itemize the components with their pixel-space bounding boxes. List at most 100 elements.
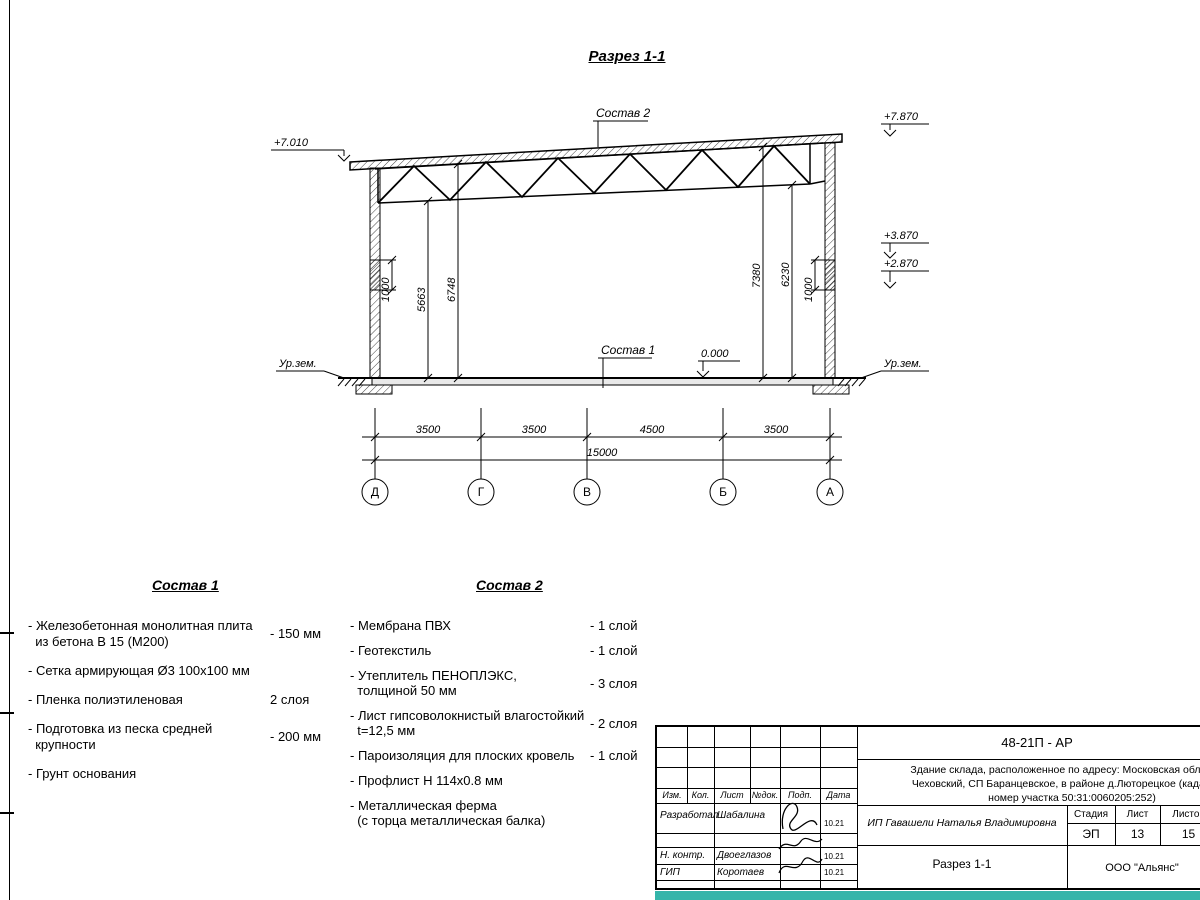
- company-name: ООО "Альянс": [1105, 862, 1179, 874]
- composition2-title: Состав 2: [476, 577, 543, 593]
- signatures: [778, 802, 823, 874]
- signature-gip: [778, 857, 823, 874]
- elevation-marks: +7.010 +7.870 +3.870 +2.870: [271, 111, 929, 379]
- list-item: - Грунт основания: [28, 766, 336, 782]
- dim-value: 6748: [446, 277, 458, 302]
- vertical-dimensions: 1000 5663 6748 7380: [380, 142, 825, 383]
- material-text: - Профлист Н 114х0.8 мм: [350, 773, 503, 788]
- section-drawing: Состав 2 Состав 1 +7.010 +7.870 +3.87: [271, 106, 929, 506]
- elevation-arrow-icon: [337, 154, 351, 162]
- elevation-value: +3.870: [884, 230, 919, 242]
- drawing-name: Разрез 1-1: [932, 857, 992, 871]
- object-description-line: Здание склада, расположенное по адресу: …: [910, 764, 1200, 776]
- sheets-label: Листов: [1172, 809, 1200, 820]
- material-text: - Мембрана ПВХ: [350, 618, 451, 633]
- dim-value: 7380: [751, 263, 763, 288]
- page-title: Разрез 1-1: [588, 48, 666, 65]
- signer-date: 10.21: [824, 819, 845, 828]
- sheet-count: 15: [1181, 827, 1196, 841]
- col-ndok: №док.: [751, 790, 779, 800]
- signer-role: Разработал: [660, 810, 719, 821]
- col-izm: Изм.: [662, 790, 682, 800]
- dim-1000-right: 1000: [803, 255, 825, 302]
- axis-bubble-label: А: [826, 485, 834, 499]
- elevation-left-roof: +7.010: [271, 137, 351, 162]
- horizontal-dimensions: 3500 3500 4500 3500 15000: [362, 408, 842, 479]
- ground-hatch-left: [337, 378, 366, 387]
- elevation-arrow-icon: [883, 281, 897, 289]
- right-wall: [824, 142, 836, 379]
- dim-5663: 5663: [416, 196, 433, 383]
- list-item: - Утеплитель ПЕНОПЛЭКС, толщиной 50 мм -…: [350, 668, 650, 698]
- axis-bubble-label: Д: [371, 485, 379, 499]
- elevation-right-roof: +7.870: [881, 111, 929, 137]
- left-wall-panel-1000: [369, 259, 381, 291]
- material-value: - 2 слоя: [590, 715, 638, 731]
- elevation-value: +7.870: [884, 111, 919, 123]
- list-item: - Подготовка из песка средней крупности …: [28, 721, 336, 753]
- elevation-value: 0.000: [701, 348, 729, 360]
- right-footing: [812, 384, 850, 395]
- span-dim-value: 4500: [640, 424, 665, 436]
- list-item: - Пленка полиэтиленовая 2 слоя: [28, 692, 336, 708]
- material-text: - Сетка армирующая Ø3 100х100 мм: [28, 663, 250, 678]
- roof-slab: [349, 133, 843, 171]
- material-value: - 1 слой: [590, 618, 638, 633]
- signer-date: 10.21: [824, 852, 845, 861]
- signer-date: 10.21: [824, 868, 845, 877]
- list-item: - Сетка армирующая Ø3 100х100 мм: [28, 663, 336, 679]
- ground-level-left: Ур.зем.: [276, 358, 345, 379]
- left-footing: [355, 384, 393, 395]
- material-text: - Геотекстиль: [350, 643, 432, 658]
- elevation-arrow-icon: [696, 370, 710, 378]
- sheet-label: Лист: [1126, 809, 1149, 820]
- material-text: - Металлическая ферма (с торца металличе…: [350, 798, 546, 828]
- signer-name: Коротаев: [717, 867, 765, 878]
- truss-end-beam: [809, 180, 826, 185]
- dim-6748: 6748: [446, 159, 463, 383]
- object-description-line: Чеховский, СП Баранцевское, в районе д.Л…: [911, 778, 1200, 790]
- composition1-list: - Железобетонная монолитная плита из бет…: [28, 618, 336, 795]
- material-text: - Грунт основания: [28, 766, 137, 781]
- material-text: - Подготовка из песка средней крупности: [28, 721, 213, 752]
- dim-value: 1000: [380, 277, 392, 302]
- material-text: - Пароизоляция для плоских кровель: [350, 748, 575, 763]
- sheet-number: 13: [1130, 827, 1145, 841]
- elevation-gate-mid: +2.870: [881, 258, 929, 289]
- sheet-frame-line: [9, 0, 10, 900]
- floor-slab: [337, 377, 866, 395]
- composition1-title: Состав 1: [152, 577, 219, 593]
- signature-razrabotal: [781, 802, 818, 831]
- grid-axes: Д Г В Б А: [361, 478, 844, 506]
- elevation-value: +2.870: [884, 258, 919, 270]
- material-value: - 1 слой: [590, 748, 638, 763]
- axis-bubble-label: Г: [478, 485, 485, 499]
- dim-7380: 7380: [751, 142, 768, 383]
- col-data: Дата: [826, 790, 851, 800]
- material-text: - Утеплитель ПЕНОПЛЭКС, толщиной 50 мм: [350, 668, 517, 698]
- elevation-value: +7.010: [274, 137, 309, 149]
- elevation-arrow-icon: [883, 251, 897, 259]
- span-dim-value: 3500: [764, 424, 789, 436]
- sostav1-leader-label: Состав 1: [601, 343, 655, 357]
- col-kol: Кол.: [691, 790, 710, 800]
- list-item: - Пароизоляция для плоских кровель - 1 с…: [350, 748, 650, 763]
- list-item: - Лист гипсоволокнистый влагостойкий t=1…: [350, 708, 650, 738]
- elevation-zero: 0.000: [696, 348, 740, 378]
- col-podp: Подп.: [788, 790, 812, 800]
- stage-label: Стадия: [1073, 809, 1109, 820]
- scan-edge-strip: [655, 891, 1200, 900]
- right-wall-panel-1000: [824, 259, 836, 291]
- signer-name: Двоеглазов: [717, 850, 772, 861]
- dim-value: 6230: [780, 262, 792, 287]
- dim-6230: 6230: [780, 180, 797, 383]
- dim-1000-left: 1000: [380, 255, 397, 302]
- leader-labels: Состав 2 Состав 1: [593, 106, 655, 388]
- frame-fold-mark: [0, 712, 14, 714]
- frame-fold-mark: [0, 632, 14, 634]
- total-dim-value: 15000: [587, 447, 618, 459]
- span-dim-value: 3500: [522, 424, 547, 436]
- list-item: - Профлист Н 114х0.8 мм: [350, 773, 650, 788]
- material-value: - 1 слой: [590, 643, 638, 658]
